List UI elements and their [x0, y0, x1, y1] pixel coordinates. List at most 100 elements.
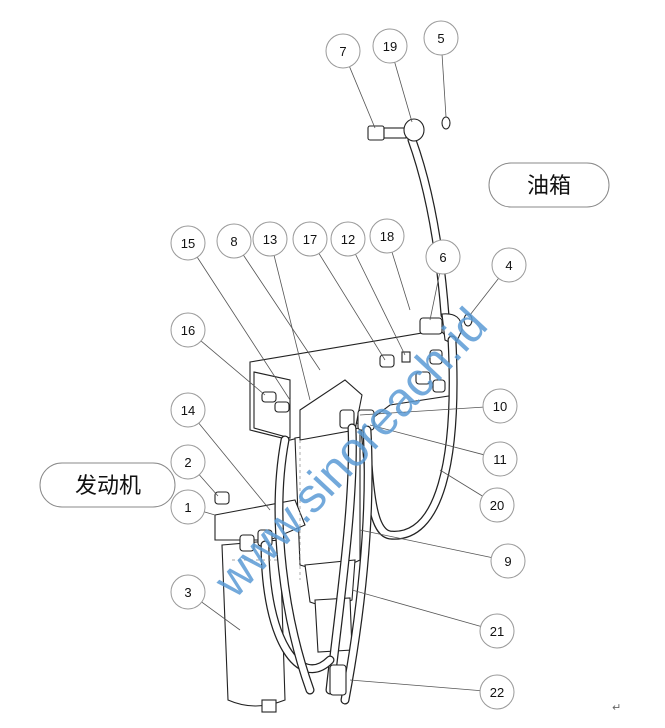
callout-circle [170, 574, 206, 610]
callout-number: 1 [184, 500, 191, 515]
callout-number: 22 [490, 685, 504, 700]
callout-2: 2 [170, 444, 206, 480]
callout-number: 3 [184, 585, 191, 600]
callout-circle [330, 221, 366, 257]
leader-line-2 [198, 474, 219, 497]
leader-line-18 [391, 252, 411, 311]
callout-1: 1 [170, 489, 206, 525]
callout-circle [491, 247, 527, 283]
leader-line-12 [355, 254, 406, 356]
callout-14: 14 [170, 392, 206, 428]
callout-number: 4 [505, 258, 512, 273]
callout-19: 19 [372, 28, 408, 64]
leader-line-19 [394, 62, 413, 123]
leader-line-22 [349, 679, 481, 692]
leader-line-8 [243, 254, 321, 371]
callout-7: 7 [325, 33, 361, 69]
leader-line-15 [196, 257, 291, 401]
leader-line-6 [429, 273, 440, 321]
callout-circle [482, 441, 518, 477]
callout-8: 8 [216, 223, 252, 259]
leader-line-4 [469, 278, 499, 316]
callout-number: 19 [383, 39, 397, 54]
leader-line-3 [201, 601, 241, 631]
callout-number: 13 [263, 232, 277, 247]
callout-circle [216, 223, 252, 259]
callout-circle [170, 312, 206, 348]
leader-line-9 [359, 529, 492, 558]
leader-line-5 [441, 54, 447, 118]
callout-circle [252, 221, 288, 257]
callout-number: 14 [181, 403, 195, 418]
callout-number: 10 [493, 399, 507, 414]
callout-circle [425, 239, 461, 275]
leader-line-11 [369, 424, 484, 456]
callout-16: 16 [170, 312, 206, 348]
callout-circle [170, 489, 206, 525]
callout-circle [479, 613, 515, 649]
callout-number: 7 [339, 44, 346, 59]
fitting-2 [214, 491, 230, 505]
leader-line-17 [318, 253, 386, 361]
callout-number: 21 [490, 624, 504, 639]
callout-circle [372, 28, 408, 64]
leader-line-13 [273, 255, 311, 401]
callout-circle [423, 20, 459, 56]
callout-18: 18 [369, 218, 405, 254]
callout-number: 6 [439, 250, 446, 265]
callout-9: 9 [490, 543, 526, 579]
callout-circle [325, 33, 361, 69]
washer-4 [463, 313, 473, 327]
callout-number: 20 [490, 498, 504, 513]
callout-21: 21 [479, 613, 515, 649]
paragraph-mark: ↵ [612, 701, 621, 714]
callout-4: 4 [491, 247, 527, 283]
callout-circle [170, 392, 206, 428]
callout-number: 17 [303, 232, 317, 247]
callout-10: 10 [482, 388, 518, 424]
callout-11: 11 [482, 441, 518, 477]
callout-circle [369, 218, 405, 254]
callout-circle [479, 674, 515, 710]
callout-circle [482, 388, 518, 424]
engine-label: 发动机 [39, 462, 176, 508]
callout-number: 18 [380, 229, 394, 244]
leader-line-14 [198, 422, 271, 511]
engine-label-text: 发动机 [75, 474, 141, 499]
leader-line-1 [204, 511, 216, 516]
callout-15: 15 [170, 225, 206, 261]
callout-circle [170, 225, 206, 261]
tank-label-text: 油箱 [527, 174, 571, 199]
callout-3: 3 [170, 574, 206, 610]
callout-22: 22 [479, 674, 515, 710]
callout-number: 2 [184, 455, 191, 470]
callout-circle [292, 221, 328, 257]
callout-circle [479, 487, 515, 523]
callout-number: 12 [341, 232, 355, 247]
callout-number: 8 [230, 234, 237, 249]
callout-circle [170, 444, 206, 480]
callout-number: 15 [181, 236, 195, 251]
callout-12: 12 [330, 221, 366, 257]
callout-circle [490, 543, 526, 579]
callout-13: 13 [252, 221, 288, 257]
banjo-bolt-7 [367, 125, 385, 141]
callout-5: 5 [423, 20, 459, 56]
tank-label: 油箱 [488, 162, 610, 208]
parts-drawing [214, 116, 473, 713]
fitting-6 [419, 317, 443, 335]
callout-number: 5 [437, 31, 444, 46]
callout-number: 9 [504, 554, 511, 569]
leader-line-21 [351, 589, 481, 627]
leader-line-10 [359, 406, 484, 416]
callout-number: 11 [493, 452, 507, 467]
banjo-fitting-19 [403, 118, 425, 142]
leader-lines [196, 54, 499, 692]
leader-line-16 [200, 340, 266, 396]
leader-line-20 [439, 469, 483, 497]
callout-17: 17 [292, 221, 328, 257]
washer-5 [441, 116, 451, 130]
